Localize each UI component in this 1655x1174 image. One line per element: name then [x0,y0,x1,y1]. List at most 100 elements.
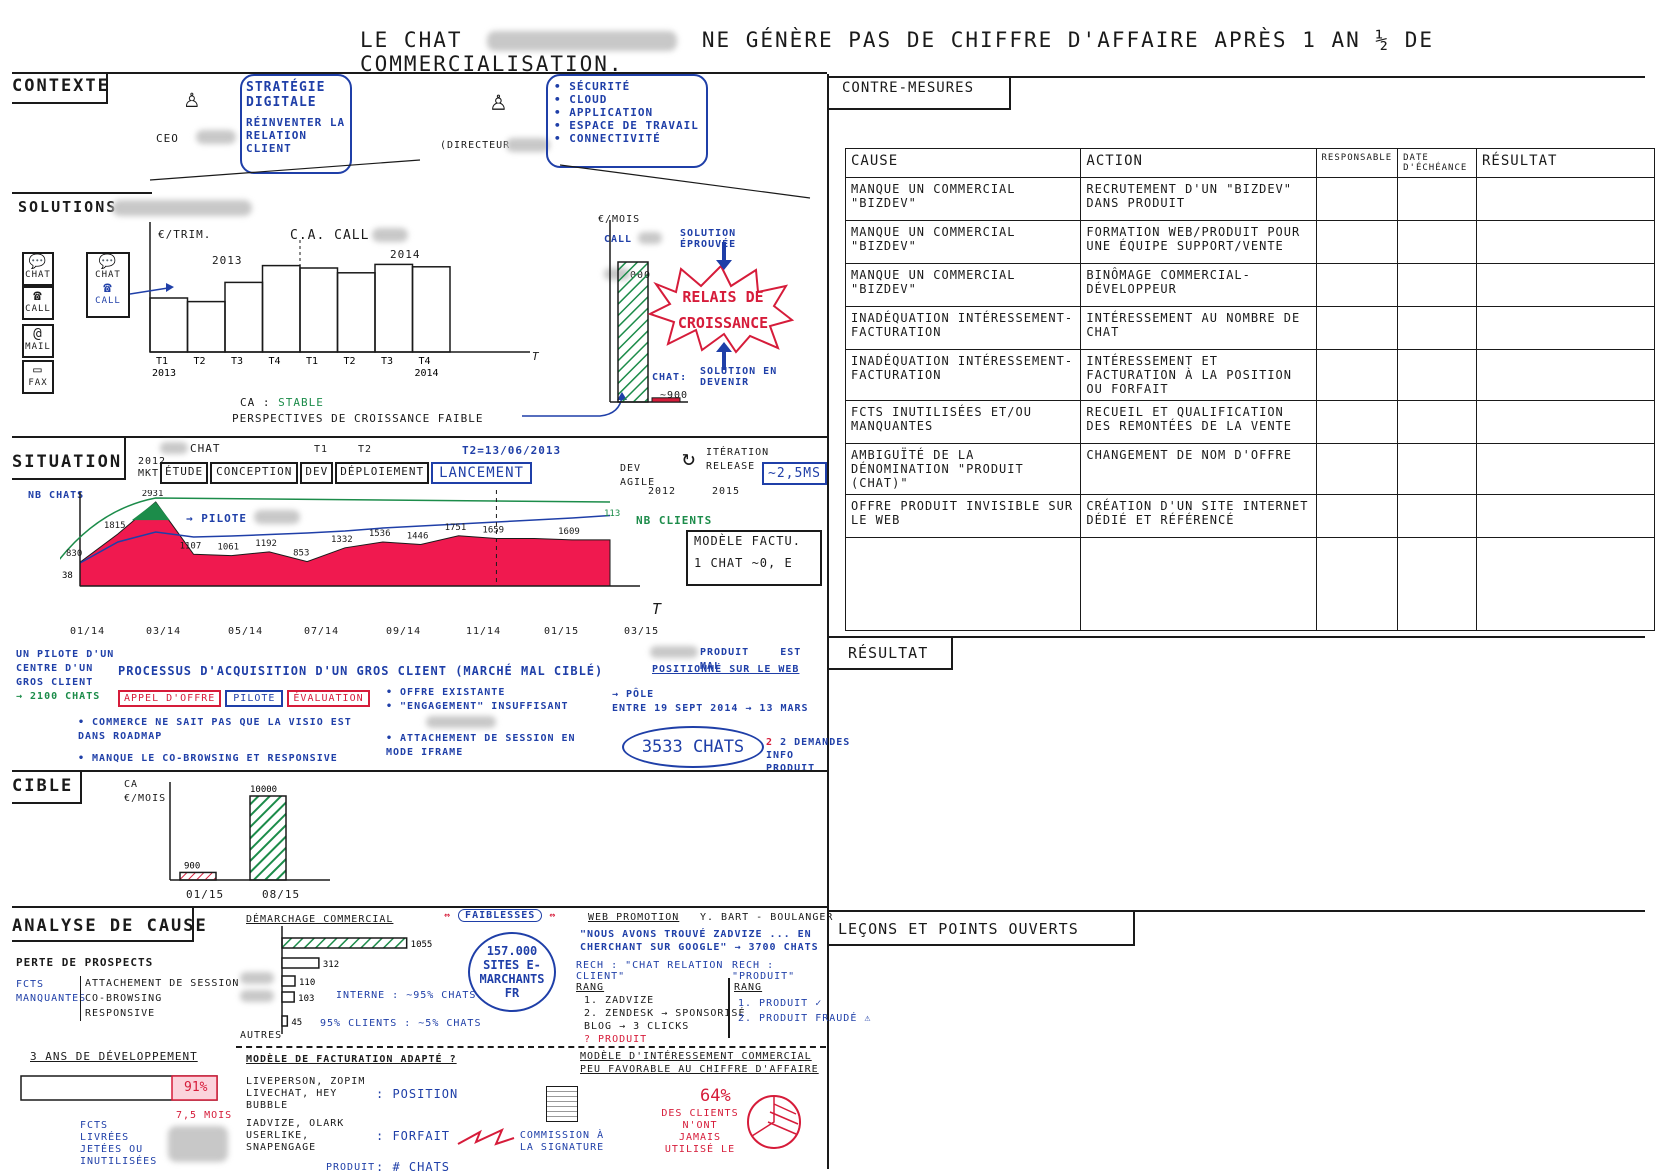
cm-action: BINÔMAGE COMMERCIAL-DÉVELOPPEUR [1080,263,1317,307]
cm-cause: FCTS INUTILISÉES ET/OU MANQUANTES [844,400,1082,444]
ca-bar [261,264,301,353]
rank2-2: 2. PRODUIT FRAUDÉ ⚠ [738,1013,872,1024]
cm-responsable [1315,263,1399,307]
ca-bar [374,263,414,353]
clients-note: DES CLIENTS N'ONT JAMAIS UTILISÉ LE [661,1108,739,1155]
cm-action: RECRUTEMENT D'UN "BIZDEV" DANS PRODUIT [1080,177,1317,221]
section-resultat-box [829,636,953,670]
years-end: 2015 [712,486,741,497]
section-lecons-title: LEÇONS ET POINTS OUVERTS [838,920,1079,938]
cm-resultat [1476,443,1655,495]
demandes-note: 2 2 DEMANDES INFO PRODUIT [766,736,850,775]
timeline-chat-label: CHAT [190,442,221,455]
demarchage-value: 110 [299,978,315,988]
concurrent-2-model: : FORFAIT [376,1129,451,1143]
bullet-left-1: • COMMERCE NE SAIT PAS QUE LA VISIO EST … [78,717,352,742]
sprint-box: ~2,5MS [762,462,827,485]
iteration-icon: ↻ [682,446,696,471]
fcts-3: RESPONSIVE [85,1008,156,1019]
section-solutions-title: SOLUTIONS [18,198,118,216]
situation-t: t [652,600,663,618]
cm-header-cause: CAUSE [844,148,1082,178]
chats-value-label: 2931 [142,490,164,499]
demarchage-bar [281,975,296,987]
bullets-left: • COMMERCE NE SAIT PAS QUE LA VISIO EST … [78,716,358,766]
phase-lancement: LANCEMENT [431,462,532,484]
cm-action [1080,537,1317,631]
pilote-note: UN PILOTE D'UN CENTRE D'UN GROS CLIENT →… [16,648,114,704]
cible-top-line [12,770,827,772]
rank1-1: 1. ZADVIZE [584,995,655,1006]
interne-label: INTERNE : ~95% CHATS [336,990,477,1001]
pilote-note-1: UN PILOTE D'UN [16,649,115,660]
year-2013: 2013 [212,254,243,267]
modele-interet: MODÈLE D'INTÉRESSEMENT COMMERCIAL PEU FA… [580,1051,819,1075]
demandes-3: PRODUIT [766,763,816,774]
rech1: RECH : "CHAT RELATION CLIENT" [576,960,724,982]
rank-list-1: 1. ZADVIZE 2. ZENDESK → SPONSORISÉ BLOG … [584,994,745,1046]
cm-action: INTÉRESSEMENT AU NOMBRE DE CHAT [1080,306,1317,350]
channel-call: ☎CALL [22,286,54,320]
fcts-2: CO-BROWSING [85,993,163,1004]
modele-factu-title: MODÈLE FACTU. [694,534,801,548]
section-resultat-title: RÉSULTAT [848,644,929,662]
chat-call-arrow [129,283,174,295]
bullet-mid-1: • OFFRE EXISTANTE [386,687,506,698]
concurrent-3-names: PRODUIT [326,1161,376,1173]
faiblesses-label: ⇔ FAIBLESSES ⇔ [444,909,557,922]
euro-mois-label: €/MOIS [598,214,641,225]
cm-date [1397,220,1477,264]
bullets-mid: • OFFRE EXISTANTE • "ENGAGEMENT" INSUFFI… [386,686,586,760]
at-icon: @ [33,326,43,342]
cm-resultat [1476,349,1655,401]
ca-tick-label: T3 [231,356,243,367]
channel-mail-label: MAIL [25,342,51,352]
sites-text: 157.000 SITES E-MARCHANTS FR [479,944,545,1000]
situation-top-line [12,436,827,438]
chats-value-label: 1815 [104,521,126,531]
redacted-call-2 [638,232,662,244]
phone-icon-2: ☎ [103,280,113,296]
step-evaluation: ÉVALUATION [287,690,370,707]
cm-resultat [1476,537,1655,631]
clients-line [79,514,611,564]
clients-start-label: 38 [62,571,73,581]
redacted-engagement [426,716,496,728]
growth-bar-chat [651,397,681,403]
redacted-pilote [254,510,300,524]
years-start: 2012 [648,486,677,497]
timeline-years: 2012 MKT [138,456,166,480]
cm-header-date: DATE D'ÉCHÉANCE [1397,148,1477,178]
growth-chart [609,220,688,403]
clients-end-label: 113 [604,509,620,519]
ca-bar [411,266,451,353]
situation-x-labels: 01/14 03/14 05/14 07/14 09/14 11/14 01/1… [60,626,660,640]
produit-note-2: EST MAL [700,647,802,672]
concurrent-2-names: IADVIZE, OLARK USERLIKE, SNAPENGAGE [246,1118,345,1153]
cm-cause: MANQUE UN COMMERCIAL "BIZDEV" [844,220,1082,264]
chat-icon: 💬 [28,254,48,270]
ans-dev: 3 ANS DE DÉVELOPPEMENT [30,1050,198,1063]
redacted-fcts [168,1126,228,1162]
ca-tick-label: T3 [381,356,393,367]
demandes-1-text: 2 DEMANDES [780,737,851,748]
dev-agile: DEV AGILE [620,463,656,488]
section-situation-title: SITUATION [12,452,123,472]
chat-icon-2: 💬 [98,254,118,270]
zadvize-quote: "NOUS AVONS TROUVÉ ZADVIZE ... EN CHERCH… [580,929,819,953]
situation-x-6: 01/15 [544,626,580,637]
ceo-bubble-line2: RÉINVENTER LA RELATION CLIENT [246,116,346,155]
chat-label: CHAT: [652,372,688,383]
web-promo: WEB PROMOTION [588,912,680,923]
nb-chats-label: NB CHATS [28,490,85,501]
cm-responsable [1315,443,1399,495]
situation-x-2: 05/14 [228,626,264,637]
ca-chart-title: C.A. CALL [290,228,370,243]
chat-call-chat: CHAT [95,270,121,280]
bullet-mid-2: • "ENGAGEMENT" INSUFFISANT [386,701,569,712]
pct-clients: 64% [700,1086,731,1106]
